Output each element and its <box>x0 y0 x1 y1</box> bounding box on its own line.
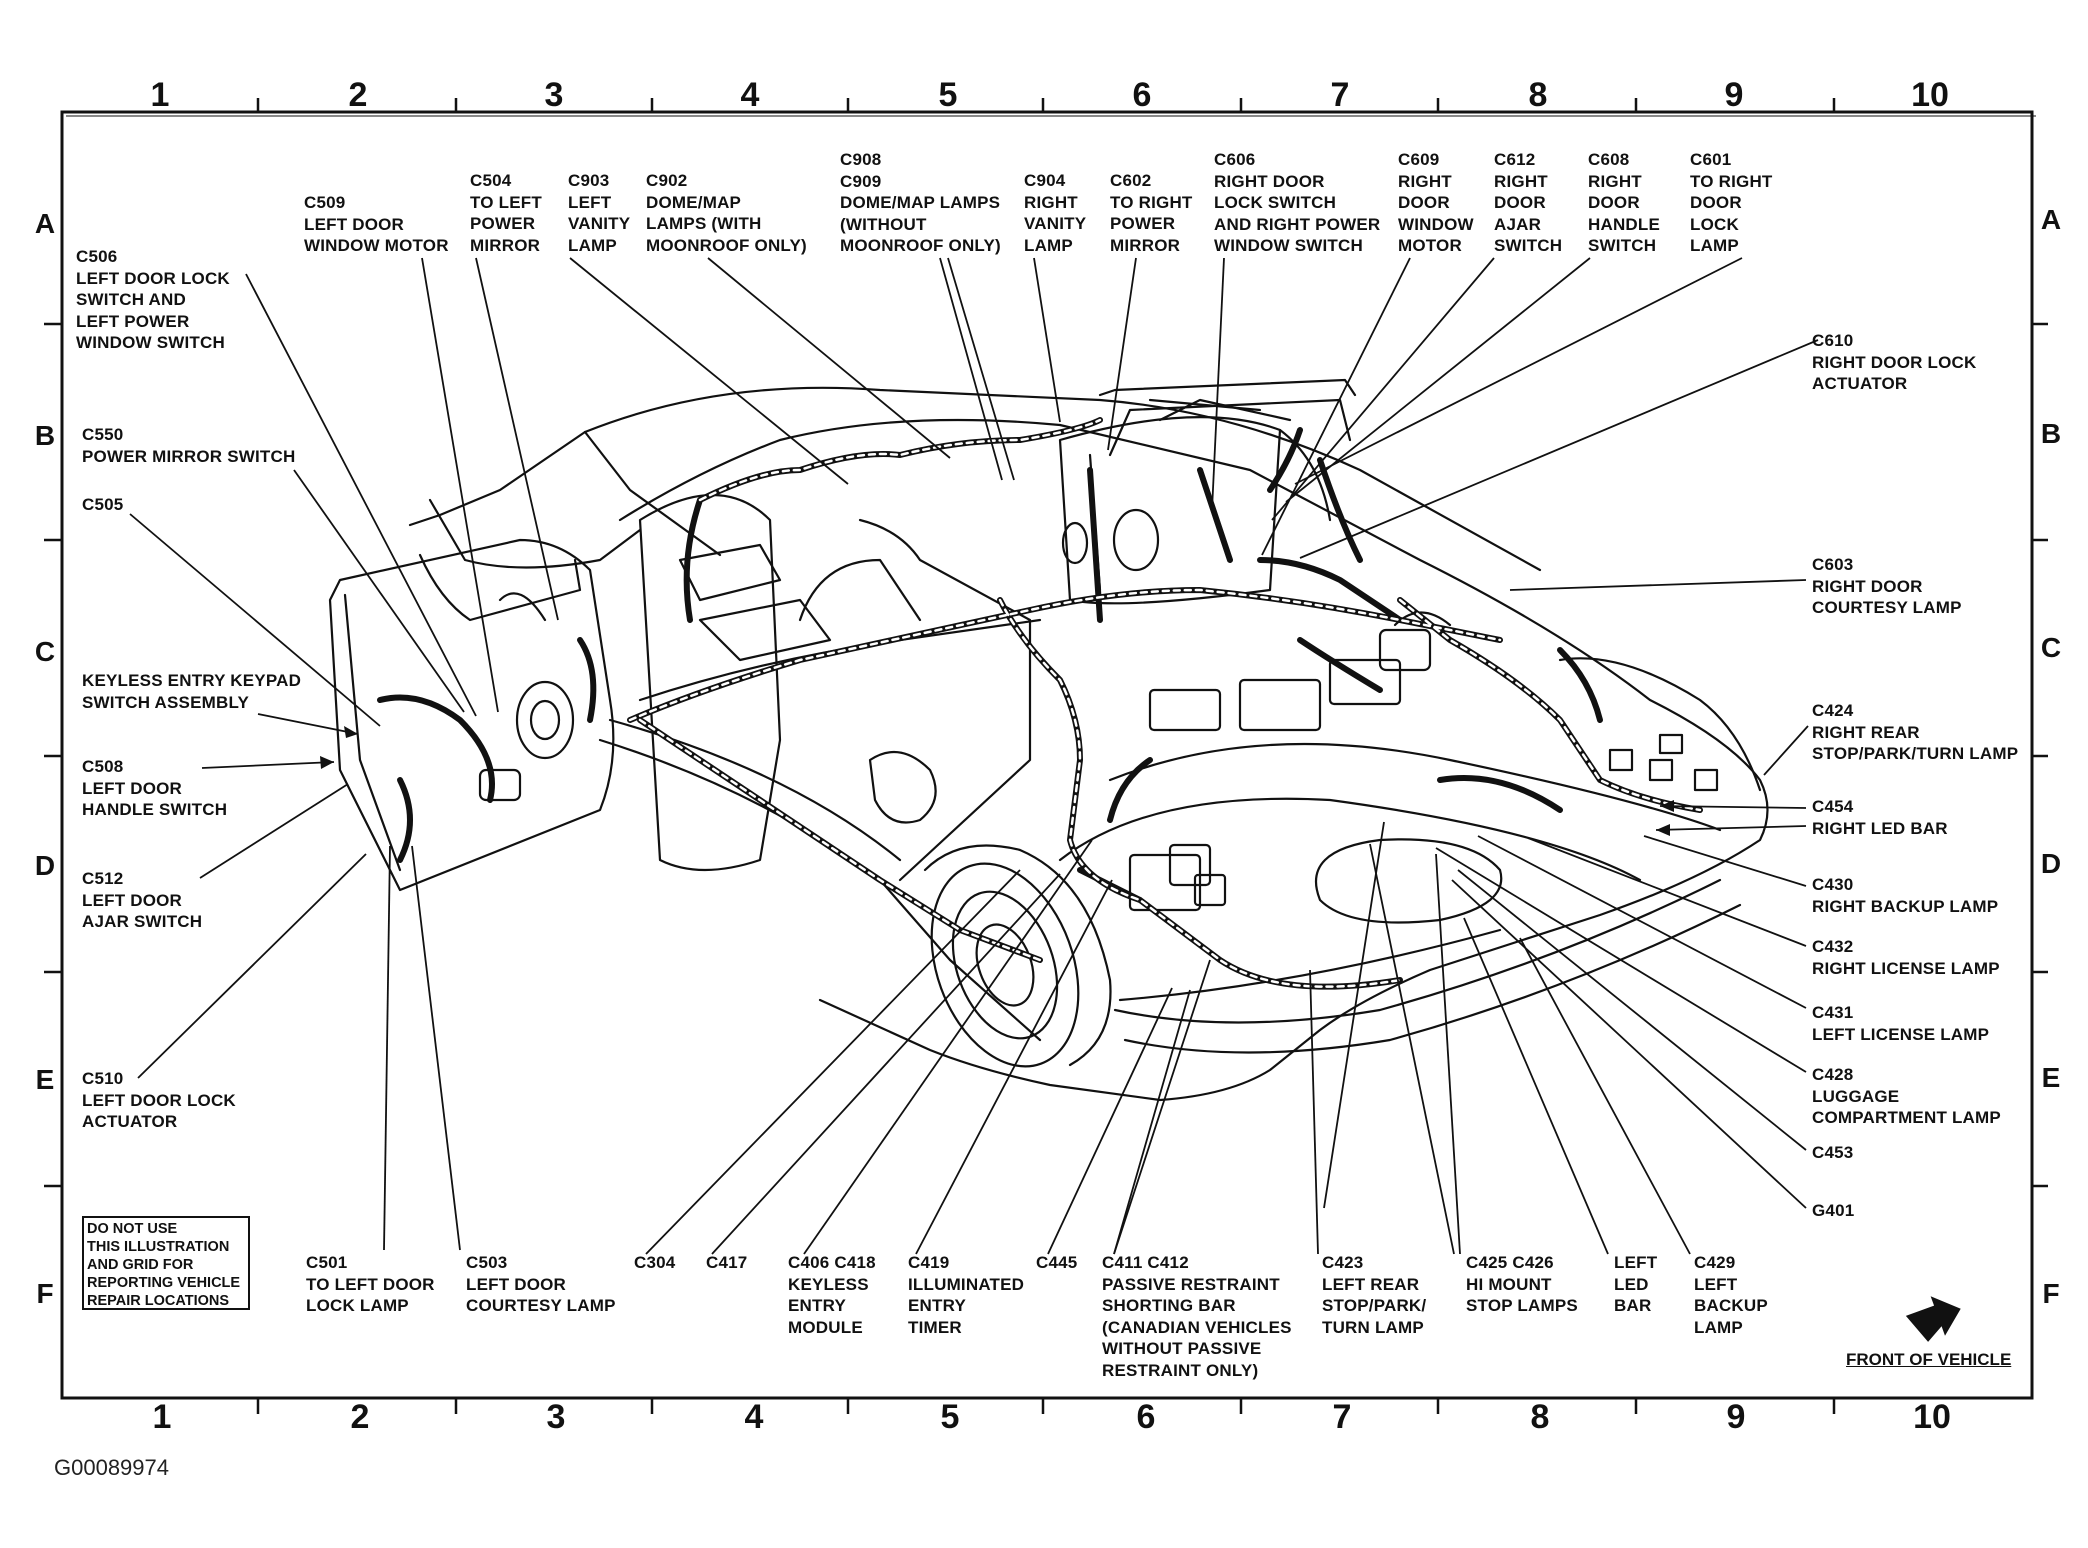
grid-col-bottom-1: 1 <box>152 1398 172 1436</box>
grid-col-bottom-5: 5 <box>940 1398 960 1436</box>
label-c505: C505 <box>82 495 124 514</box>
grid-row-left-f: F <box>36 1278 54 1309</box>
label-c431: C431 LEFT LICENSE LAMP <box>1812 1003 1990 1044</box>
label-c512: C512 LEFT DOOR AJAR SWITCH <box>82 869 203 931</box>
diagram-frame <box>60 110 2036 1400</box>
label-c610: C610 RIGHT DOOR LOCK ACTUATOR <box>1812 331 1977 393</box>
label-c429: C429 LEFT BACKUP LAMP <box>1694 1253 1768 1337</box>
wire-harness-inner <box>628 418 1702 988</box>
label-c417: C417 <box>706 1253 748 1272</box>
label-c601: C601 TO RIGHT DOOR LOCK LAMP <box>1690 150 1773 255</box>
grid-row-right-f: F <box>2042 1278 2060 1309</box>
label-left-led-bar: LEFT LED BAR <box>1614 1253 1658 1315</box>
label-c603: C603 RIGHT DOOR COURTESY LAMP <box>1812 555 1962 617</box>
grid-col-bottom-7: 7 <box>1332 1398 1352 1436</box>
grid-col-top-2: 2 <box>348 76 368 114</box>
label-c902: C902 DOME/MAP LAMPS (WITH MOONROOF ONLY) <box>646 171 807 255</box>
car-body <box>328 378 1769 1102</box>
grid-col-top-8: 8 <box>1528 76 1548 114</box>
grid-row-left-a: A <box>34 208 56 239</box>
grid-col-top-10: 10 <box>1911 76 1949 114</box>
label-c430: C430 RIGHT BACKUP LAMP <box>1812 875 1999 916</box>
label-c908: C908 C909 DOME/MAP LAMPS (WITHOUT MOONRO… <box>840 150 1001 255</box>
grid-row-right-b: B <box>2040 418 2062 449</box>
label-c609: C609 RIGHT DOOR WINDOW MOTOR <box>1398 150 1474 255</box>
grid-col-top-6: 6 <box>1132 76 1152 114</box>
grid-col-bottom-8: 8 <box>1530 1398 1550 1436</box>
grid-col-top-1: 1 <box>150 76 170 114</box>
grid-row-right-c: C <box>2040 632 2062 663</box>
leader-arrowheads <box>320 726 1674 836</box>
grid-col-bottom-3: 3 <box>546 1398 566 1436</box>
grid-row-left-d: D <box>34 850 56 881</box>
grid-row-left-e: E <box>35 1064 55 1095</box>
label-right-led-bar: RIGHT LED BAR <box>1812 819 1948 838</box>
label-c453: C453 <box>1812 1143 1854 1162</box>
label-c506: C506 LEFT DOOR LOCK SWITCH AND LEFT POWE… <box>76 247 230 352</box>
grid-col-bottom-4: 4 <box>744 1398 764 1436</box>
front-of-vehicle-label: FRONT OF VEHICLE <box>1846 1350 2012 1369</box>
grid-col-bottom-6: 6 <box>1136 1398 1156 1436</box>
label-c501: C501 TO LEFT DOOR LOCK LAMP <box>306 1253 435 1315</box>
label-c606: C606 RIGHT DOOR LOCK SWITCH AND RIGHT PO… <box>1214 150 1381 255</box>
label-c612: C612 RIGHT DOOR AJAR SWITCH <box>1494 150 1563 255</box>
label-g401: G401 <box>1812 1201 1855 1220</box>
grid-col-top-7: 7 <box>1330 76 1350 114</box>
label-c510: C510 LEFT DOOR LOCK ACTUATOR <box>82 1069 236 1131</box>
label-c454: C454 <box>1812 797 1854 816</box>
label-c425-c426: C425 C426 HI MOUNT STOP LAMPS <box>1466 1253 1578 1315</box>
grid-col-top-3: 3 <box>544 76 564 114</box>
label-c424: C424 RIGHT REAR STOP/PARK/TURN LAMP <box>1812 701 2019 763</box>
leader-lines <box>129 257 1819 1255</box>
label-c508: C508 LEFT DOOR HANDLE SWITCH <box>82 757 228 819</box>
label-c428: C428 LUGGAGE COMPARTMENT LAMP <box>1812 1065 2001 1127</box>
arrow-icon <box>1905 1296 1961 1342</box>
label-c504: C504 TO LEFT POWER MIRROR <box>470 171 542 255</box>
label-c509: C509 LEFT DOOR WINDOW MOTOR <box>304 193 449 255</box>
grid-col-top-5: 5 <box>938 76 958 114</box>
label-c550: C550 POWER MIRROR SWITCH <box>82 425 296 466</box>
grid-col-bottom-2: 2 <box>350 1398 370 1436</box>
label-c503: C503 LEFT DOOR COURTESY LAMP <box>466 1253 616 1315</box>
label-c904: C904 RIGHT VANITY LAMP <box>1024 171 1087 255</box>
grid-col-bottom-10: 10 <box>1913 1398 1951 1436</box>
grid-col-top-4: 4 <box>740 76 760 114</box>
wire-harness <box>377 417 1703 990</box>
label-c304: C304 <box>634 1253 676 1272</box>
label-c406-c418: C406 C418 KEYLESS ENTRY MODULE <box>788 1253 876 1337</box>
label-c602: C602 TO RIGHT POWER MIRROR <box>1110 171 1193 255</box>
grid-row-left-c: C <box>34 636 56 667</box>
label-c903: C903 LEFT VANITY LAMP <box>568 171 631 255</box>
label-c608: C608 RIGHT DOOR HANDLE SWITCH <box>1588 150 1661 255</box>
label-keyless-keypad: KEYLESS ENTRY KEYPAD SWITCH ASSEMBLY <box>82 671 302 712</box>
grid-row-right-d: D <box>2040 848 2062 879</box>
label-c445: C445 <box>1036 1253 1078 1272</box>
grid-col-bottom-9: 9 <box>1726 1398 1746 1436</box>
label-c411-c412: C411 C412 PASSIVE RESTRAINT SHORTING BAR… <box>1102 1253 1292 1380</box>
grid-row-right-a: A <box>2040 204 2062 235</box>
grid-ticks <box>44 98 2048 1414</box>
grid-row-left-b: B <box>34 420 56 451</box>
label-c419: C419 ILLUMINATED ENTRY TIMER <box>908 1253 1025 1337</box>
figure-id: G00089974 <box>54 1455 169 1480</box>
notice-box: DO NOT USE THIS ILLUSTRATION AND GRID FO… <box>82 1216 250 1310</box>
label-c432: C432 RIGHT LICENSE LAMP <box>1812 937 2000 978</box>
label-c423: C423 LEFT REAR STOP/PARK/ TURN LAMP <box>1322 1253 1427 1337</box>
grid-row-right-e: E <box>2041 1062 2061 1093</box>
grid-col-top-9: 9 <box>1724 76 1744 114</box>
